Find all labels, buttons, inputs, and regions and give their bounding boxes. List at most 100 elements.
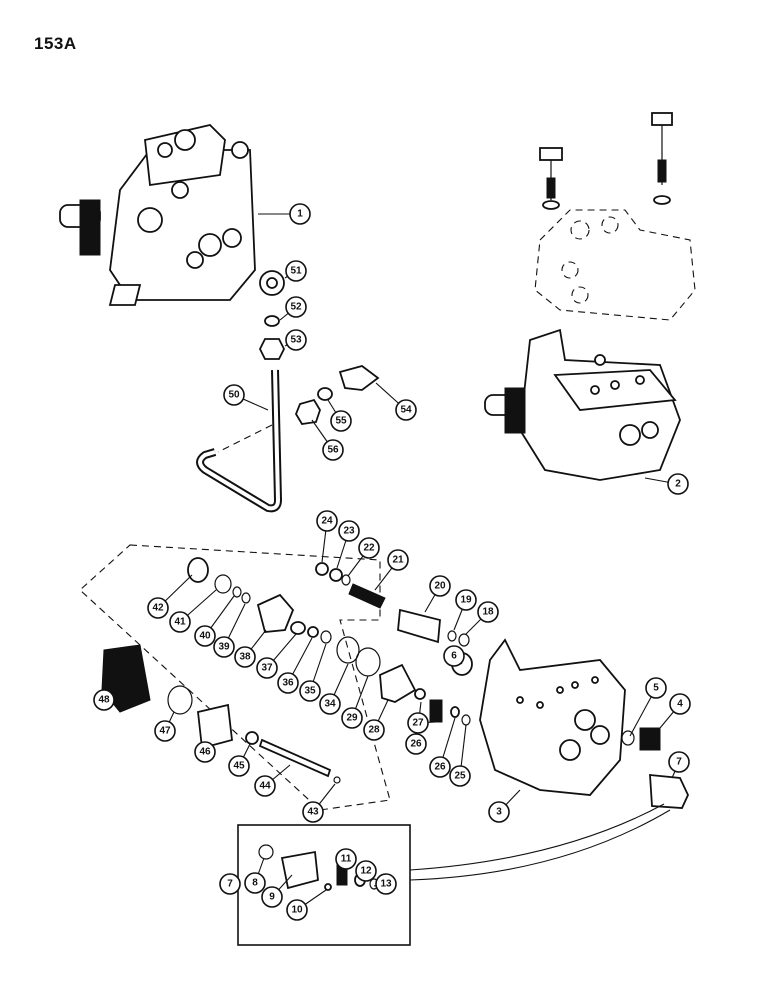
callout-circle [228, 755, 250, 777]
callout-number: 43 [307, 807, 319, 818]
valve-assembly-1 [59, 124, 256, 306]
callout-circle [443, 645, 465, 667]
callout-number: 25 [454, 771, 466, 782]
callout-29: 29 [341, 707, 363, 729]
callout-40: 40 [194, 625, 216, 647]
callout-circle [667, 473, 689, 495]
callout-circle [477, 601, 499, 623]
callout-circle [363, 719, 385, 741]
callout-circle [299, 680, 321, 702]
callout-circle [256, 657, 278, 679]
callout-46: 46 [194, 741, 216, 763]
callout-circle [429, 756, 451, 778]
callout-circle [319, 693, 341, 715]
callout-number: 22 [363, 543, 375, 554]
callout-25: 25 [449, 765, 471, 787]
callout-circle [302, 801, 324, 823]
callout-number: 51 [290, 266, 302, 277]
callout-50: 50 [223, 384, 245, 406]
callout-number: 27 [412, 718, 424, 729]
callout-55: 55 [330, 410, 352, 432]
callout-27: 27 [407, 712, 429, 734]
callout-number: 44 [259, 781, 271, 792]
callout-circle [387, 549, 409, 571]
callout-number: 41 [174, 617, 186, 628]
callout-number: 10 [291, 905, 303, 916]
callout-circle [669, 693, 691, 715]
callout-number: 29 [346, 713, 358, 724]
callout-number: 56 [327, 445, 339, 456]
callout-number: 26 [410, 739, 422, 750]
callout-37: 37 [256, 657, 278, 679]
callout-circle [254, 775, 276, 797]
callout-number: 6 [451, 651, 457, 662]
callout-7: 7 [219, 873, 241, 895]
callout-number: 23 [343, 526, 355, 537]
callout-circle [341, 707, 363, 729]
callout-number: 9 [269, 892, 275, 903]
callout-circle [169, 611, 191, 633]
callout-number: 13 [380, 879, 392, 890]
callout-circle [338, 520, 360, 542]
callout-number: 4 [677, 699, 683, 710]
callout-circle [154, 720, 176, 742]
callout-circle [93, 689, 115, 711]
callout-34: 34 [319, 693, 341, 715]
callout-circle [355, 860, 377, 882]
callout-number: 21 [392, 555, 404, 566]
page-number: 153A [34, 34, 77, 53]
callout-11: 11 [335, 848, 357, 870]
callout-number: 3 [496, 807, 502, 818]
callout-circle [213, 636, 235, 658]
callout-circle [194, 625, 216, 647]
callout-circle [488, 801, 510, 823]
callout-4: 4 [669, 693, 691, 715]
callout-number: 50 [228, 390, 240, 401]
callout-53: 53 [285, 329, 307, 351]
callout-number: 7 [676, 757, 682, 768]
callout-2: 2 [667, 473, 689, 495]
callout-circle [194, 741, 216, 763]
callout-number: 18 [482, 607, 494, 618]
callout-9: 9 [261, 886, 283, 908]
callout-26: 26 [405, 733, 427, 755]
callout-number: 20 [434, 581, 446, 592]
callout-51: 51 [285, 260, 307, 282]
callout-circle [219, 873, 241, 895]
callout-circle [335, 848, 357, 870]
valve-assembly-2 [484, 112, 696, 481]
callout-12: 12 [355, 860, 377, 882]
inset-detail [237, 803, 671, 946]
callout-circle [244, 872, 266, 894]
callout-number: 42 [152, 603, 164, 614]
callout-number: 24 [321, 516, 333, 527]
callout-circle [407, 712, 429, 734]
callout-circle [285, 329, 307, 351]
callout-6: 6 [443, 645, 465, 667]
callout-52: 52 [285, 296, 307, 318]
callout-number: 19 [460, 595, 472, 606]
callout-circle [223, 384, 245, 406]
callout-circle [286, 899, 308, 921]
callout-number: 45 [233, 761, 245, 772]
callout-circle [261, 886, 283, 908]
callout-circle [395, 399, 417, 421]
callout-circle [234, 646, 256, 668]
callout-5: 5 [645, 677, 667, 699]
callout-number: 55 [335, 416, 347, 427]
callout-number: 39 [218, 642, 230, 653]
callout-21: 21 [387, 549, 409, 571]
callout-47: 47 [154, 720, 176, 742]
callout-22: 22 [358, 537, 380, 559]
callout-26: 26 [429, 756, 451, 778]
callout-circle [147, 597, 169, 619]
callout-number: 12 [360, 866, 372, 877]
callout-number: 52 [290, 302, 302, 313]
callout-circle [449, 765, 471, 787]
callout-circle [322, 439, 344, 461]
callout-56: 56 [322, 439, 344, 461]
callout-54: 54 [395, 399, 417, 421]
callout-number: 35 [304, 686, 316, 697]
small-parts [79, 270, 689, 811]
callout-number: 34 [324, 699, 336, 710]
